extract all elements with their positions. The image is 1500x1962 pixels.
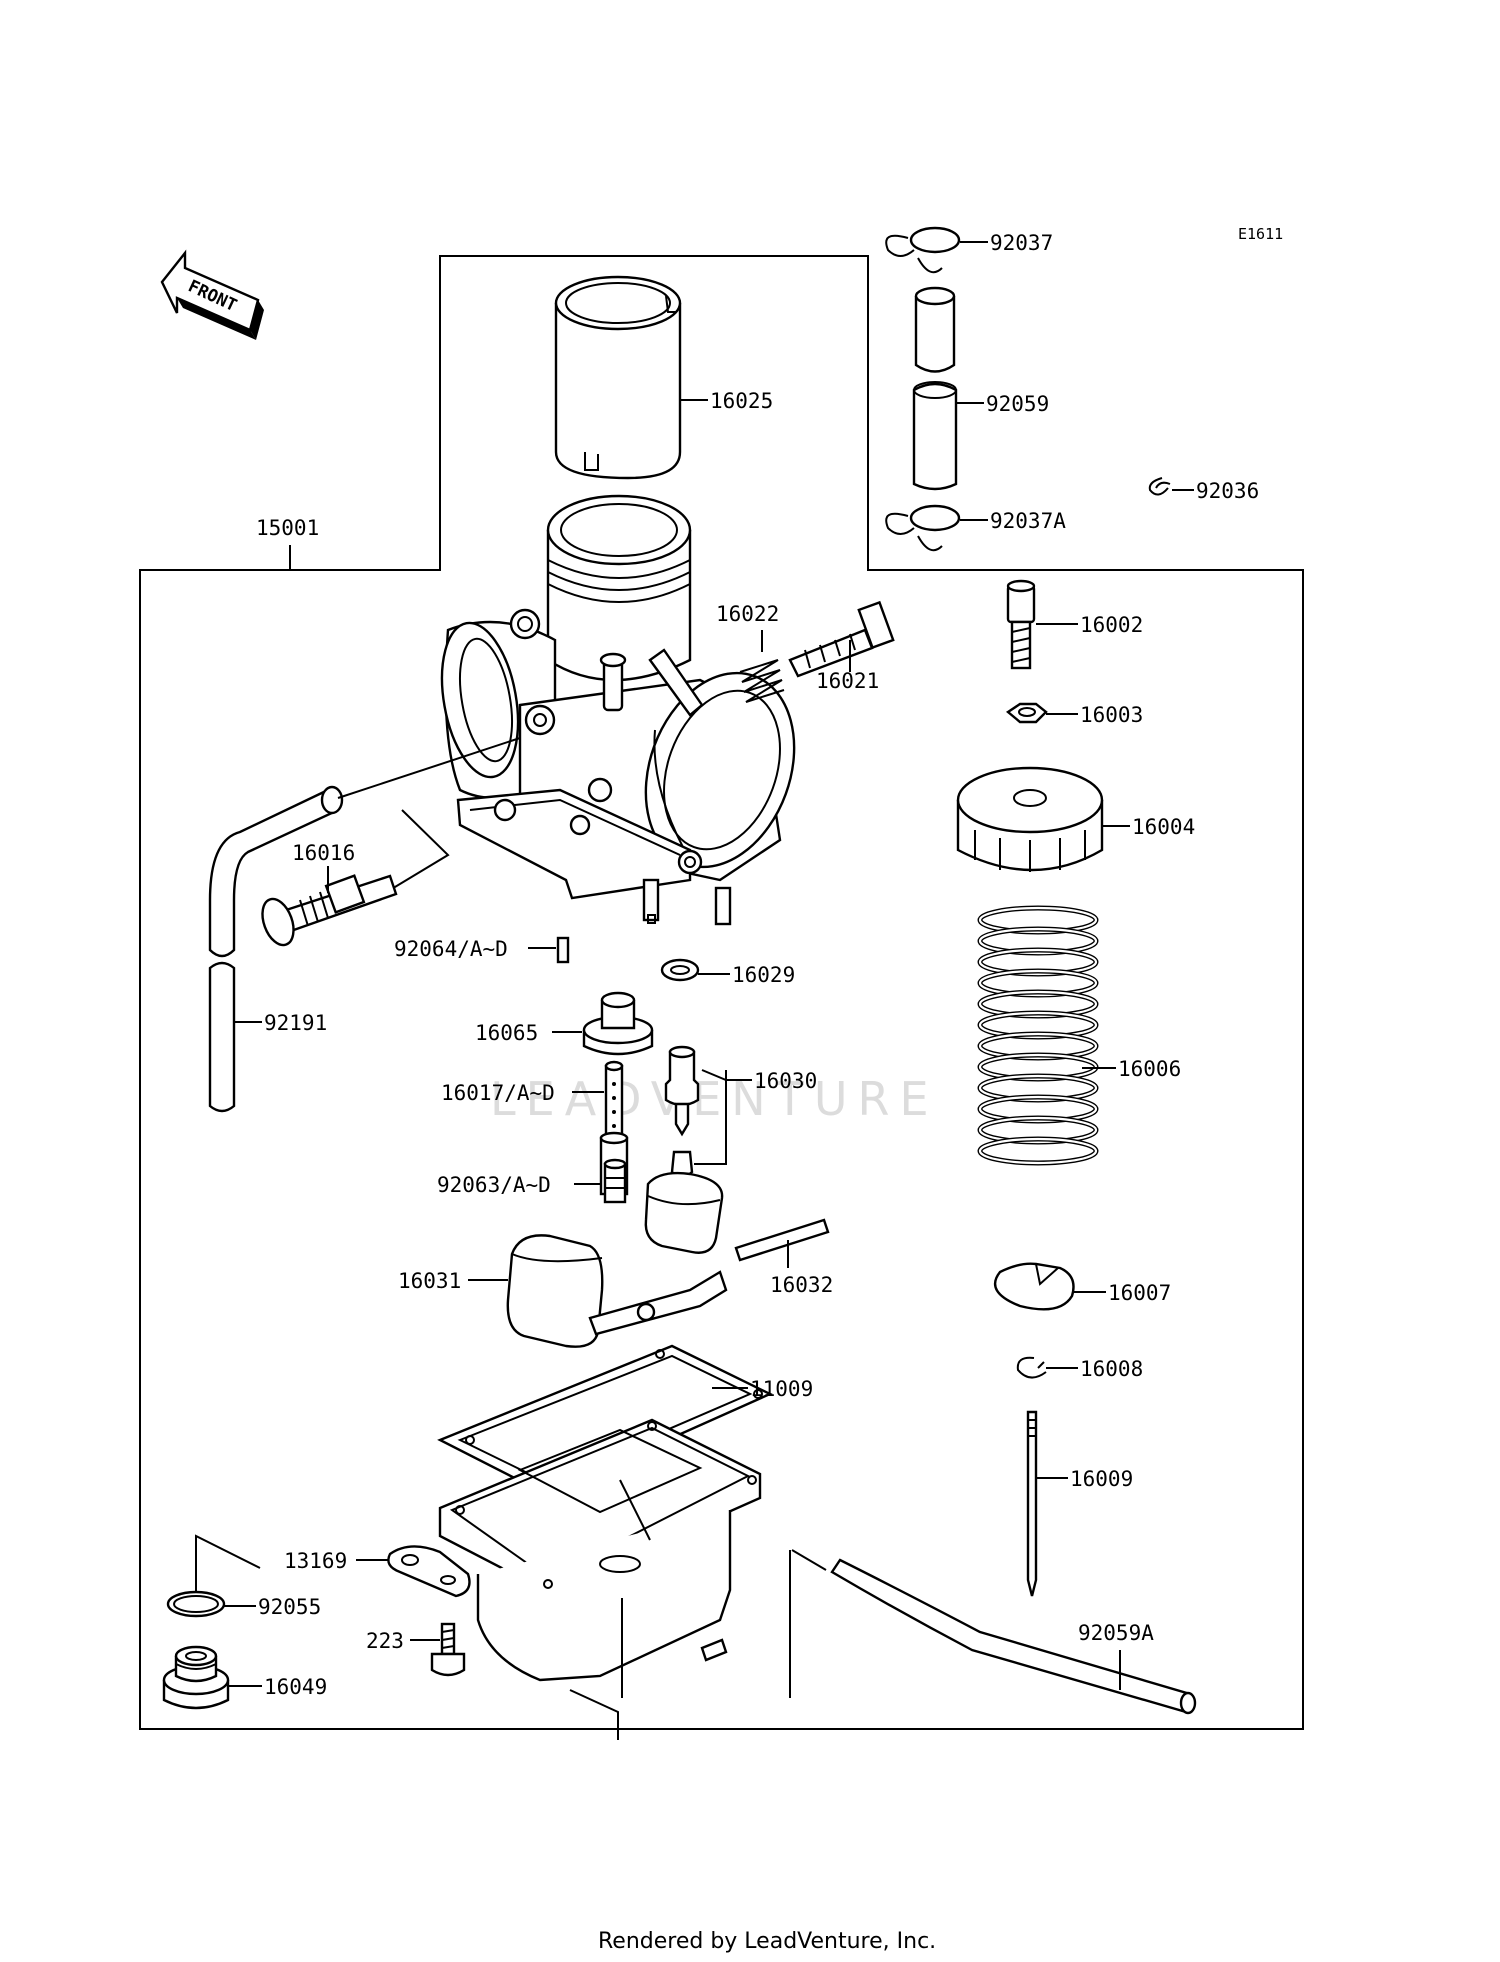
clamp-92037A: [885, 504, 961, 552]
part-label-92055[interactable]: 92055: [258, 1595, 321, 1619]
part-label-16032[interactable]: 16032: [770, 1273, 833, 1297]
part-label-16009[interactable]: 16009: [1070, 1467, 1133, 1491]
part-label-16003[interactable]: 16003: [1080, 703, 1143, 727]
float-bowl: [438, 1418, 762, 1682]
spring-16006: [977, 905, 1099, 1166]
needle-16009: [1026, 1410, 1038, 1597]
pilot-jet-92063: [603, 1158, 627, 1204]
part-label-16016[interactable]: 16016: [292, 841, 355, 865]
plate-13169: [387, 1545, 471, 1598]
oring-92055: [166, 1590, 226, 1618]
part-label-92059[interactable]: 92059: [986, 392, 1049, 416]
clip-92036: [1148, 477, 1171, 496]
part-label-16006[interactable]: 16006: [1118, 1057, 1181, 1081]
assembly-outline: [139, 255, 1304, 1730]
part-label-16049[interactable]: 16049: [264, 1675, 327, 1699]
part-label-92191[interactable]: 92191: [264, 1011, 327, 1035]
gasket-11009: [437, 1344, 773, 1496]
part-label-16004[interactable]: 16004: [1132, 815, 1195, 839]
front-arrow-icon: FRONT: [160, 249, 264, 340]
part-label-16025[interactable]: 16025: [710, 389, 773, 413]
tube-92191: [208, 785, 344, 1113]
part-label-13169[interactable]: 13169: [284, 1549, 347, 1573]
part-label-92064[interactable]: 92064/A~D: [394, 937, 508, 961]
adjuster-16002: [1006, 579, 1036, 670]
watermark: LEADVENTURE: [490, 1072, 939, 1126]
sleeve-16025: [554, 275, 682, 480]
nut-16003: [1005, 702, 1048, 724]
carburetor-body: [440, 494, 796, 926]
part-label-11009[interactable]: 11009: [750, 1377, 813, 1401]
pin-16032: [734, 1218, 830, 1262]
part-label-15001[interactable]: 15001: [256, 516, 319, 540]
tube-92059A: [830, 1558, 1197, 1715]
part-label-16029[interactable]: 16029: [732, 963, 795, 987]
part-label-92037A[interactable]: 92037A: [990, 509, 1066, 533]
oring-16029: [660, 958, 700, 982]
footer-credit: Rendered by LeadVenture, Inc.: [598, 1929, 936, 1954]
part-label-92036[interactable]: 92036: [1196, 479, 1259, 503]
cap-16004: [956, 766, 1104, 872]
part-label-92059A[interactable]: 92059A: [1078, 1621, 1154, 1645]
spring-16022: [739, 659, 785, 703]
tube-92059: [912, 286, 958, 491]
screw-223: [430, 1622, 466, 1677]
part-label-16030[interactable]: 16030: [754, 1069, 817, 1093]
seat-16007: [994, 1262, 1075, 1311]
part-label-16065[interactable]: 16065: [475, 1021, 538, 1045]
clamp-92037: [885, 226, 961, 274]
part-label-16007[interactable]: 16007: [1108, 1281, 1171, 1305]
part-label-92063[interactable]: 92063/A~D: [437, 1173, 551, 1197]
part-label-16017[interactable]: 16017/A~D: [441, 1081, 555, 1105]
clip-16008: [1016, 1356, 1047, 1379]
part-label-16021[interactable]: 16021: [816, 669, 879, 693]
part-label-16022[interactable]: 16022: [716, 602, 779, 626]
part-label-16031[interactable]: 16031: [398, 1269, 461, 1293]
plug-16049: [162, 1645, 230, 1710]
holder-16065: [582, 991, 654, 1056]
float-16031: [506, 1171, 728, 1348]
jet-92064: [556, 936, 570, 964]
part-label-16008[interactable]: 16008: [1080, 1357, 1143, 1381]
part-label-16002[interactable]: 16002: [1080, 613, 1143, 637]
screw-16021: [788, 600, 895, 678]
part-label-92037[interactable]: 92037: [990, 231, 1053, 255]
part-label-223[interactable]: 223: [366, 1629, 404, 1653]
air-screw-16016: [261, 874, 398, 947]
diagram-code: E1611: [1238, 225, 1283, 243]
